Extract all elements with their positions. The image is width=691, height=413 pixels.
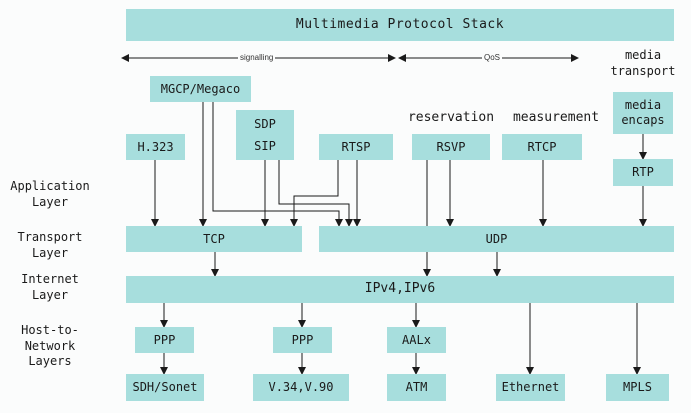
internet-layer-label: Internet Layer xyxy=(21,272,79,302)
h323-box: H.323 xyxy=(126,134,185,160)
v34-v90-box: V.34,V.90 xyxy=(253,374,349,401)
rtp-box: RTP xyxy=(613,159,673,186)
title-box: Multimedia Protocol Stack xyxy=(126,9,674,41)
sdp-label: SDP xyxy=(254,116,276,131)
sip-to-udp xyxy=(278,160,353,227)
qos-range-label: QoS xyxy=(482,53,503,62)
mgcp-to-udp xyxy=(212,102,343,227)
tcp-box: TCP xyxy=(126,226,302,252)
ppp-box-1: PPP xyxy=(135,327,194,353)
sdh-sonet-box: SDH/Sonet xyxy=(126,374,204,401)
rtsp-to-tcp xyxy=(290,160,339,227)
sip-label: SIP xyxy=(254,138,276,153)
measurement-header: measurement xyxy=(512,110,600,125)
ppp-box-2: PPP xyxy=(273,327,332,353)
atm-box: ATM xyxy=(387,374,446,401)
rsvp-box: RSVP xyxy=(412,134,490,160)
udp-box: UDP xyxy=(319,226,674,252)
media-transport-label: media transport xyxy=(610,48,676,78)
sdp-sip-box: SDP SIP xyxy=(236,110,294,160)
transport-layer-label: Transport Layer xyxy=(17,230,83,260)
ethernet-box: Ethernet xyxy=(496,374,565,401)
aalx-box: AALx xyxy=(387,327,446,353)
media-encaps-box: media encaps xyxy=(613,92,673,134)
mgcp-megaco-box: MGCP/Megaco xyxy=(150,76,251,102)
reservation-header: reservation xyxy=(407,110,495,125)
host-to-network-layer-label: Host-to- Network Layers xyxy=(21,323,79,369)
application-layer-label: Application Layer xyxy=(10,179,90,209)
ip-box: IPv4,IPv6 xyxy=(126,276,674,303)
rtcp-box: RTCP xyxy=(502,134,582,160)
signalling-range-label: signalling xyxy=(238,53,276,62)
rtsp-box: RTSP xyxy=(319,134,393,160)
mpls-box: MPLS xyxy=(606,374,669,401)
